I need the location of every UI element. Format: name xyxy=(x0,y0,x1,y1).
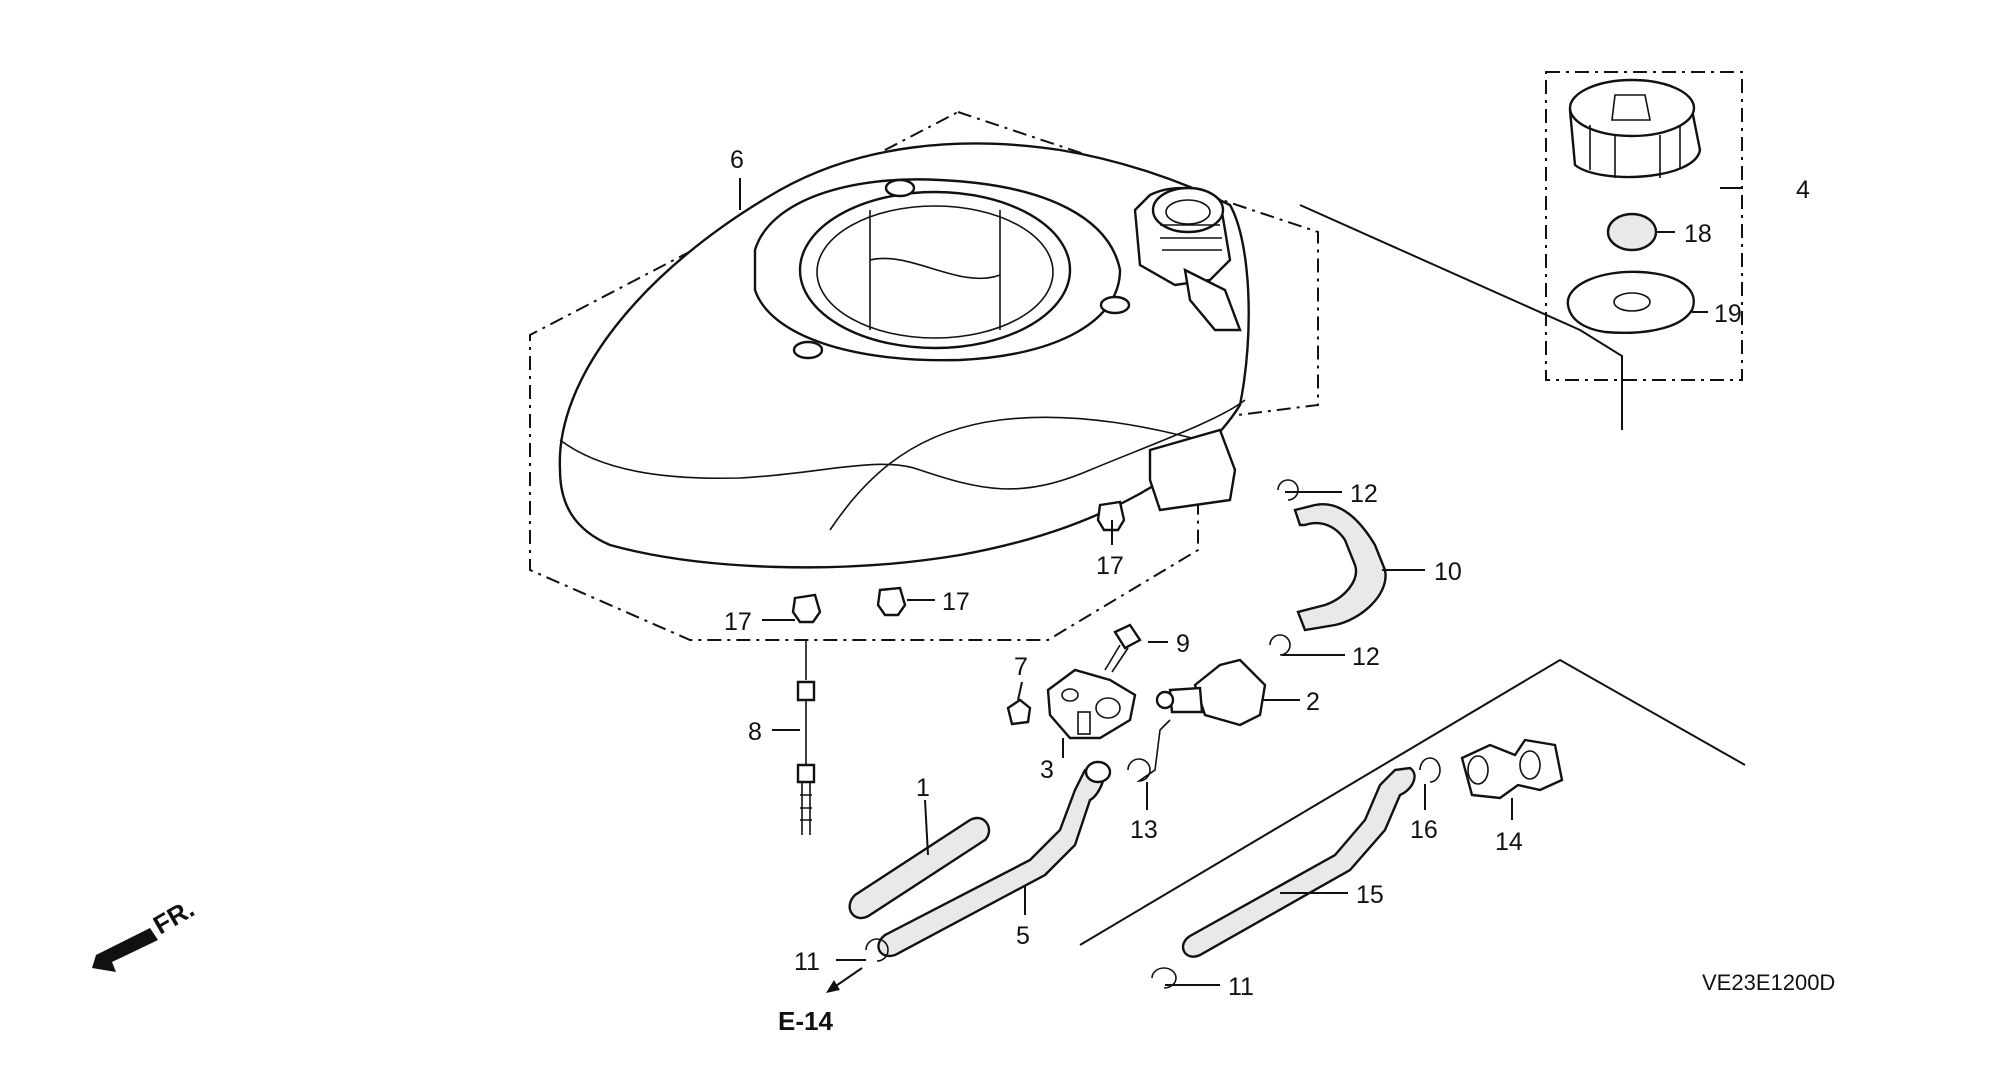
callout-8: 8 xyxy=(748,718,762,746)
callout-5: 5 xyxy=(1016,922,1030,950)
callout-11-right: 11 xyxy=(1228,973,1254,1001)
hose-5-end xyxy=(1084,760,1112,784)
hose-clip-11b xyxy=(1151,967,1177,989)
stud-bolt-8 xyxy=(796,640,816,835)
grommet-17c xyxy=(791,593,822,624)
callout-7: 7 xyxy=(1014,653,1028,681)
callout-19: 19 xyxy=(1714,300,1742,328)
callout-1: 1 xyxy=(916,774,930,802)
callout-17-right: 17 xyxy=(1096,552,1124,580)
tank-assembly-outline xyxy=(529,111,1319,641)
callout-2: 2 xyxy=(1306,688,1320,716)
reference-label: E-14 xyxy=(778,1006,833,1036)
hose-clip-13 xyxy=(1127,719,1171,782)
callout-6: 6 xyxy=(730,146,744,174)
cap-filter xyxy=(1606,212,1658,252)
callout-18: 18 xyxy=(1684,220,1712,248)
hose-clip-11a xyxy=(865,938,889,962)
grommet-17b xyxy=(876,586,907,617)
bolt-9 xyxy=(1104,623,1142,673)
tank-bracket xyxy=(1046,668,1137,740)
hose-joint-14 xyxy=(1460,738,1564,800)
diagram-code: VE23E1200D xyxy=(1702,970,1835,995)
callout-3: 3 xyxy=(1040,756,1054,784)
callout-labels: 1 2 3 4 5 6 7 8 9 10 11 11 12 12 13 14 1… xyxy=(148,146,1835,1036)
callout-12-lower: 12 xyxy=(1352,643,1380,671)
fuel-hose-10 xyxy=(1293,503,1387,632)
fuel-tank xyxy=(558,142,1250,569)
callout-11-left: 11 xyxy=(794,948,820,976)
callout-17-center: 17 xyxy=(942,588,970,616)
nut-7 xyxy=(1006,698,1032,726)
callout-16: 16 xyxy=(1410,816,1438,844)
front-direction-arrow xyxy=(92,928,158,972)
callout-14: 14 xyxy=(1495,828,1523,856)
hose-clip-12a xyxy=(1277,479,1299,501)
callout-15: 15 xyxy=(1356,881,1384,909)
callout-13: 13 xyxy=(1130,816,1158,844)
section-divider xyxy=(1079,658,1746,946)
grommet-17a xyxy=(1096,500,1126,532)
hose-1 xyxy=(848,816,991,920)
callout-12-top: 12 xyxy=(1350,480,1378,508)
hose-clip-16 xyxy=(1419,757,1441,783)
fuel-hose-15 xyxy=(1181,766,1416,958)
hose-clip-12b xyxy=(1269,634,1291,656)
callout-9: 9 xyxy=(1176,630,1190,658)
callout-4: 4 xyxy=(1796,176,1810,204)
callout-17-left: 17 xyxy=(724,608,752,636)
direction-label: FR. xyxy=(148,893,199,940)
leader-lines xyxy=(739,178,1742,986)
cap-gasket xyxy=(1566,270,1695,334)
cap-to-filler-line xyxy=(1299,204,1623,430)
reference-arrow xyxy=(826,967,863,993)
cap-assembly-outline xyxy=(1545,71,1743,381)
fuel-cap xyxy=(1568,78,1702,179)
fuel-valve xyxy=(1155,658,1267,727)
callout-10: 10 xyxy=(1434,558,1462,586)
